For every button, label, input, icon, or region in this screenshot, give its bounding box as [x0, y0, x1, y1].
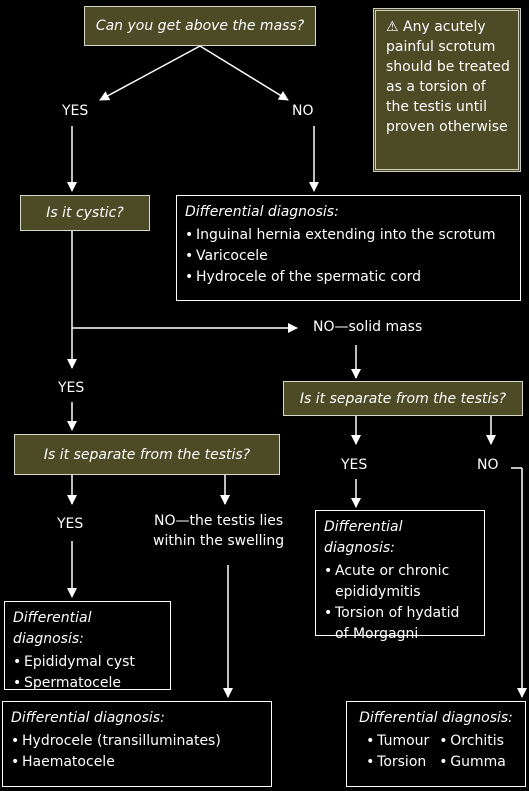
warning-text: Any acutely painful scrotum should be tr…: [386, 19, 510, 135]
label-no-top: NO: [292, 103, 314, 119]
question-above-mass: Can you get above the mass?: [84, 6, 316, 46]
ddx-item: Hydrocele (transilluminates): [11, 731, 263, 752]
arrow-to-no-top: [199, 45, 289, 101]
ddx-box-no-above: Differential diagnosis: Inguinal hernia …: [176, 195, 521, 301]
question-separate-right: Is it separate from the testis?: [283, 381, 523, 416]
label-yes-sep-right: YES: [341, 457, 368, 473]
ddx-item: Epididymal cyst: [13, 652, 162, 673]
ddx-item: Orchitis: [439, 731, 506, 752]
ddx-box-epididymitis: Differential diagnosis: Acute or chronic…: [315, 510, 485, 642]
ddx-item: Hydrocele of the spermatic cord: [185, 267, 512, 288]
ddx-item: Inguinal hernia extending into the scrot…: [185, 225, 512, 246]
warning-icon: ⚠: [386, 19, 399, 35]
arrow-to-yes-top: [99, 45, 201, 101]
label-no-sep-right: NO: [477, 457, 499, 473]
question-cystic: Is it cystic?: [20, 195, 150, 231]
ddx-heading: Differential diagnosis:: [324, 519, 403, 556]
label-yes-cystic: YES: [58, 380, 85, 396]
question-separate-left: Is it separate from the testis?: [14, 434, 280, 475]
ddx-heading: Differential diagnosis:: [13, 610, 92, 647]
ddx-heading: Differential diagnosis:: [359, 710, 513, 726]
ddx-item: Haematocele: [11, 752, 263, 773]
ddx-item: Acute or chronic epididymitis: [324, 561, 476, 603]
label-yes-top: YES: [62, 103, 89, 119]
label-no-testis-line1: NO—the testis lies: [154, 513, 284, 529]
ddx-heading: Differential diagnosis:: [185, 204, 339, 220]
ddx-item: Spermatocele: [13, 673, 162, 694]
ddx-box-tumour: Differential diagnosis: Tumour Orchitis …: [346, 701, 526, 787]
label-no-testis-line2: within the swelling: [153, 533, 285, 549]
ddx-item: Tumour: [366, 731, 429, 752]
label-no-solid-mass: NO—solid mass: [313, 319, 423, 335]
label-yes-sep-left: YES: [57, 516, 84, 532]
warning-box: ⚠ Any acutely painful scrotum should be …: [373, 8, 521, 172]
ddx-box-hydrocele: Differential diagnosis: Hydrocele (trans…: [2, 701, 272, 787]
ddx-box-cyst: Differential diagnosis: Epididymal cyst …: [4, 601, 171, 694]
ddx-item: Gumma: [439, 752, 506, 773]
ddx-item: Varicocele: [185, 246, 512, 267]
label-no-testis: NO—the testis lies within the swelling: [153, 511, 284, 551]
ddx-item: Torsion of hydatid of Morgagni: [324, 603, 476, 645]
ddx-heading: Differential diagnosis:: [11, 710, 165, 726]
ddx-item: Torsion: [366, 752, 429, 773]
